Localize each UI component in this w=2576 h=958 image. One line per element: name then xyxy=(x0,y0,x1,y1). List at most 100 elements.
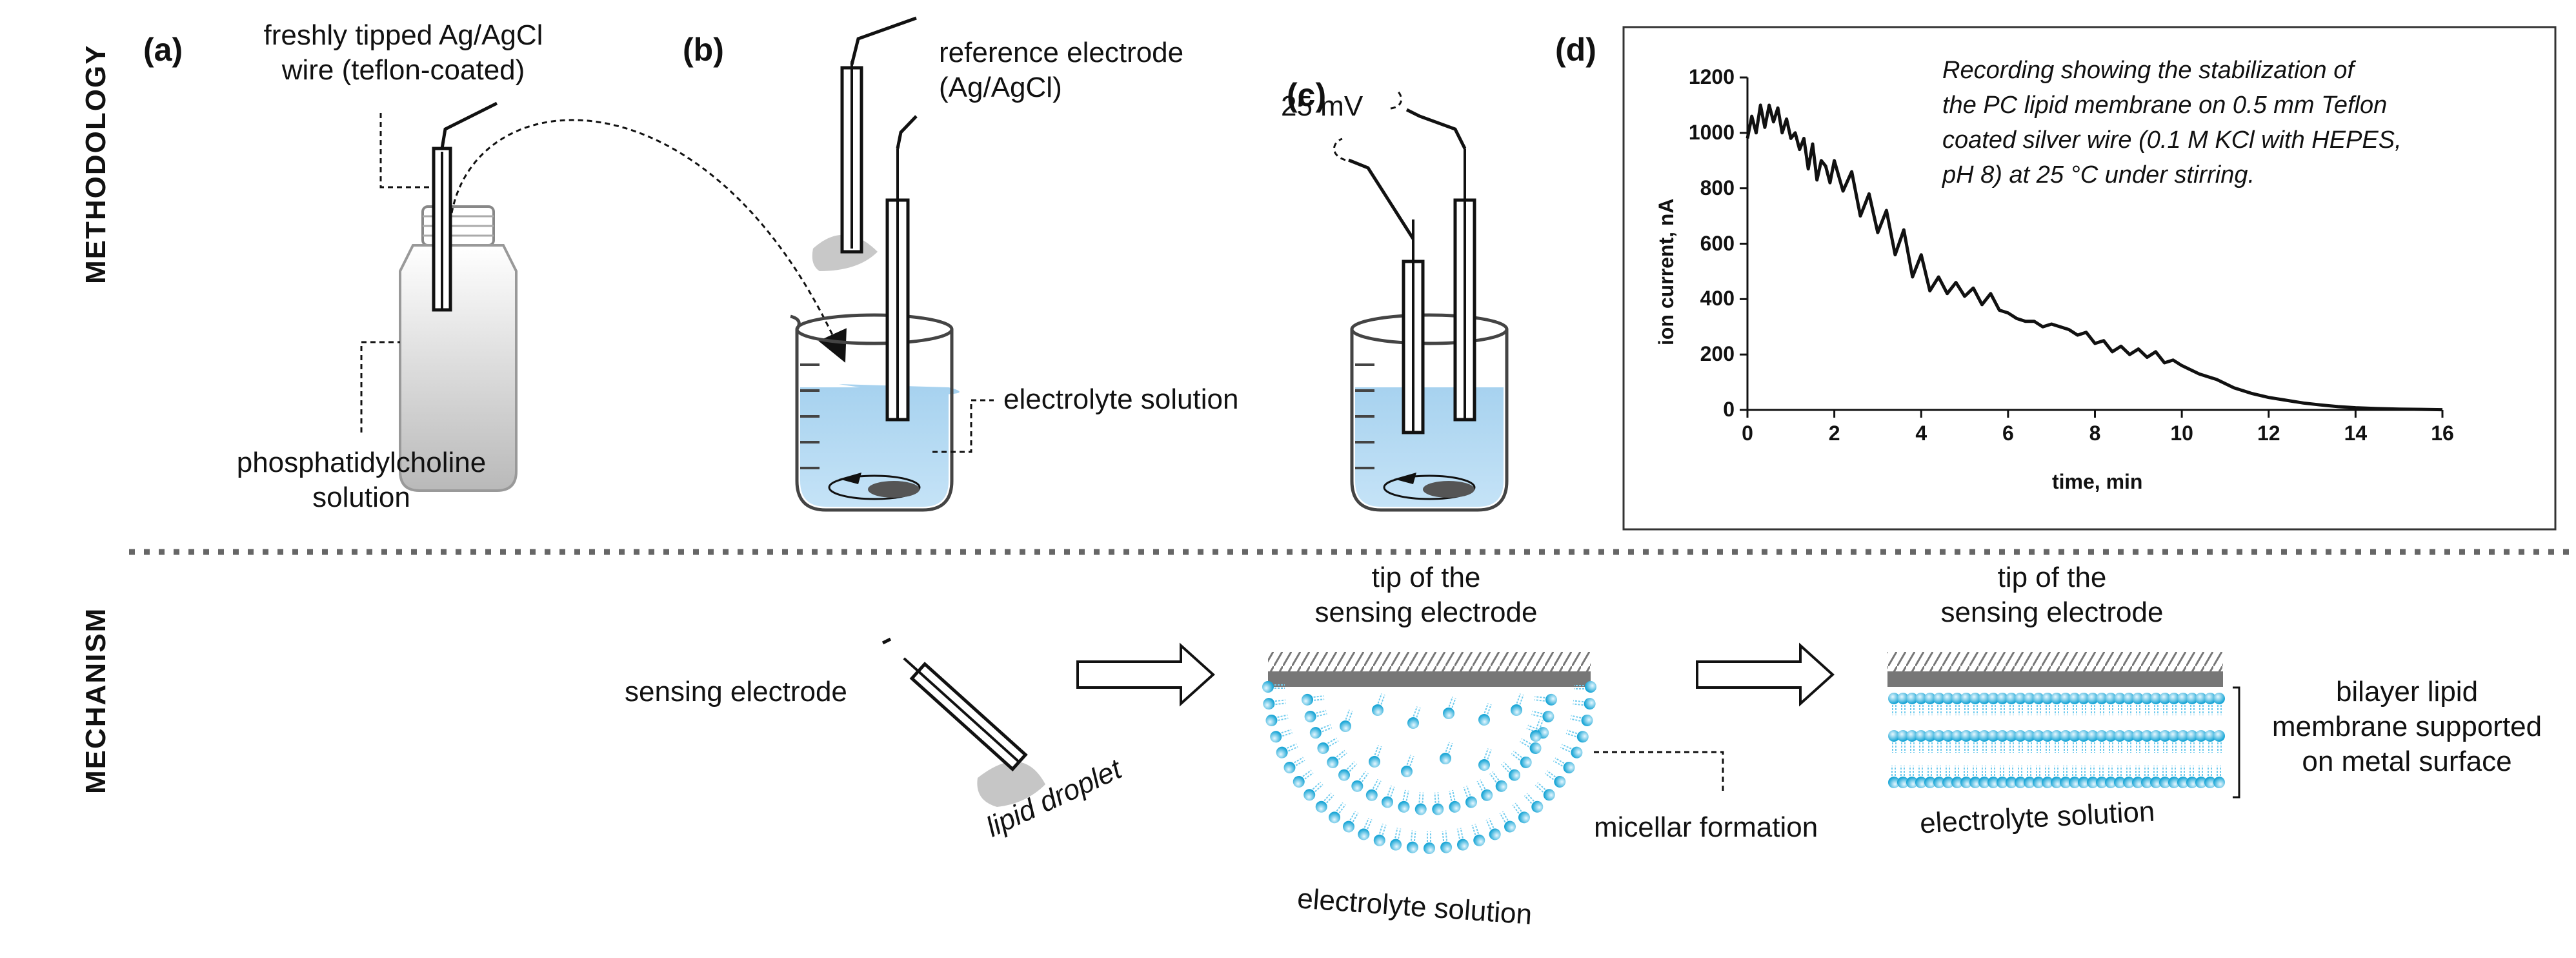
lipid-molecule xyxy=(1997,730,2008,753)
free-lipid-molecule xyxy=(1440,742,1453,764)
process-arrow-2 xyxy=(1696,642,1835,707)
lipid-molecule xyxy=(1960,730,1972,753)
lipid-molecule xyxy=(1511,750,1532,768)
lipid-molecule xyxy=(2033,693,2044,715)
lipid-molecule xyxy=(2006,766,2017,788)
lipid-molecule xyxy=(1309,724,1333,739)
lipid-molecule xyxy=(1398,790,1410,813)
lipid-molecule xyxy=(1338,761,1358,781)
lipid-molecule xyxy=(2078,730,2089,753)
lipid-molecule xyxy=(1303,781,1323,801)
lipid-molecule xyxy=(1382,785,1395,808)
label-electrolyte-b: electrolyte solution xyxy=(1003,383,1239,415)
lipid-molecule xyxy=(1978,730,1990,753)
lipid-molecule xyxy=(2168,730,2180,753)
lipid-molecule xyxy=(1942,730,1954,753)
lipid-molecule xyxy=(2123,730,2135,753)
x-tick-label: 0 xyxy=(1742,422,1753,445)
lipid-molecule xyxy=(2060,693,2071,715)
lipid-molecule xyxy=(1317,737,1339,754)
lipid-molecule xyxy=(2087,693,2098,715)
lipid-molecule xyxy=(2024,766,2035,788)
lipid-molecule xyxy=(2006,693,2017,715)
lipid-molecule xyxy=(2060,766,2071,788)
lipid-molecule xyxy=(2141,693,2153,715)
lipid-molecule xyxy=(1969,693,1981,715)
lipid-molecule xyxy=(1565,729,1589,743)
lipid-molecule xyxy=(2078,766,2089,788)
lipid-molecule xyxy=(2150,693,2162,715)
lipid-molecule xyxy=(1456,828,1469,851)
lipid-molecule xyxy=(1501,761,1520,781)
beaker-c xyxy=(1333,89,1509,512)
lipid-molecule xyxy=(2024,693,2035,715)
lipid-molecule xyxy=(2141,730,2153,753)
x-tick-label: 4 xyxy=(1915,422,1927,445)
vial-illustration xyxy=(399,101,847,492)
label-voltage: 25 mV xyxy=(1281,90,1363,122)
lipid-molecule xyxy=(2105,693,2117,715)
lipid-molecule xyxy=(2168,693,2180,715)
lipid-molecule xyxy=(1304,709,1327,722)
y-tick-label: 800 xyxy=(1700,176,1735,199)
panel-letter-d: (d) xyxy=(1555,32,1596,68)
free-lipid-molecule xyxy=(1511,693,1524,716)
lipid-molecule xyxy=(1406,830,1418,853)
lipid-molecule xyxy=(1942,766,1954,788)
x-tick-label: 16 xyxy=(2431,422,2454,445)
ion-current-series-line xyxy=(1746,103,2443,412)
lipid-molecule xyxy=(1544,770,1566,788)
lipid-molecule xyxy=(1906,693,1918,715)
sensing-electrode-illustration xyxy=(881,637,1045,807)
lipid-molecule xyxy=(2114,766,2126,788)
lipid-molecule xyxy=(2213,730,2225,753)
lipid-molecule xyxy=(2015,693,2026,715)
lipid-molecule xyxy=(1906,766,1918,788)
lipid-molecule xyxy=(2159,730,2171,753)
lipid-molecule xyxy=(1449,790,1461,813)
lipid-molecule xyxy=(1897,766,1909,788)
lipid-molecule xyxy=(2177,693,2189,715)
panel-letter-b: (b) xyxy=(683,32,724,68)
lipid-molecule xyxy=(1270,729,1293,743)
lipid-molecule xyxy=(1262,681,1285,693)
lipid-molecule xyxy=(1888,730,1900,753)
lipid-molecule xyxy=(1997,693,2008,715)
lipid-molecule xyxy=(1915,766,1927,788)
lipid-molecule xyxy=(1997,766,2008,788)
lipid-molecule xyxy=(1365,779,1382,801)
x-tick-label: 14 xyxy=(2344,422,2368,445)
lipid-molecule xyxy=(1978,693,1990,715)
lipid-molecule xyxy=(2177,730,2189,753)
lipid-molecule xyxy=(1276,743,1298,759)
lipid-molecule xyxy=(2033,766,2044,788)
lipid-molecule xyxy=(1343,810,1359,833)
lipid-molecule xyxy=(2213,766,2225,788)
lipid-molecule xyxy=(2051,693,2062,715)
beaker-b xyxy=(790,16,960,512)
lipid-molecule xyxy=(2168,766,2180,788)
free-lipid-molecule xyxy=(1369,745,1382,768)
lipid-molecule xyxy=(1570,714,1593,726)
bilayer-illustration xyxy=(1887,652,2225,788)
lipid-molecule xyxy=(1933,693,1945,715)
lipid-molecule xyxy=(2060,730,2071,753)
lipid-molecule xyxy=(1924,693,1936,715)
ion-current-chart xyxy=(1740,76,2444,418)
lipid-molecule xyxy=(1263,698,1286,710)
lipid-molecule xyxy=(2069,766,2080,788)
free-lipid-molecule xyxy=(1401,755,1414,777)
lipid-molecule xyxy=(1906,730,1918,753)
free-lipid-molecule xyxy=(1340,709,1353,732)
lipid-molecule xyxy=(2132,693,2144,715)
lipid-molecule xyxy=(1573,698,1596,710)
lipid-molecule xyxy=(2195,693,2207,715)
panel-letter-a: (a) xyxy=(143,32,183,68)
lipid-molecule xyxy=(2132,766,2144,788)
lipid-molecule xyxy=(1327,749,1347,768)
lipid-molecule xyxy=(1302,693,1325,706)
lipid-molecule xyxy=(1471,824,1485,846)
lipid-molecule xyxy=(1432,792,1444,815)
